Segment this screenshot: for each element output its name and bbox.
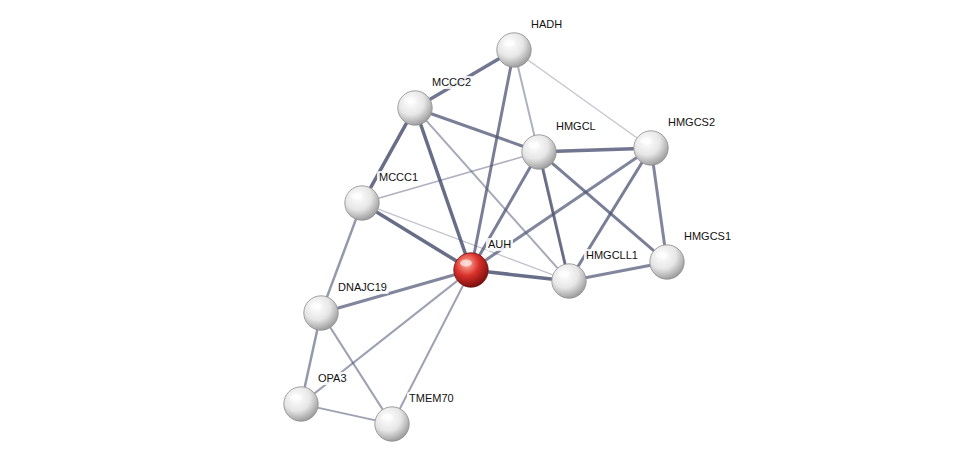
protein-sphere: [344, 185, 380, 221]
sphere-highlight: [351, 193, 363, 200]
interaction-edge: [654, 166, 665, 244]
protein-sphere: [496, 32, 532, 68]
protein-label: MCCC1: [377, 171, 420, 184]
protein-sphere: [649, 244, 685, 280]
interaction-edge: [474, 68, 510, 253]
sphere-outline: [522, 135, 556, 169]
sphere-highlight: [460, 260, 472, 267]
protein-label: MCCC2: [430, 76, 473, 89]
sphere-highlight: [640, 138, 652, 145]
interaction-edge: [543, 170, 565, 264]
protein-node: MCCC2: [397, 90, 433, 126]
protein-node: HMGCS2: [633, 130, 669, 166]
protein-node: TMEM70: [374, 406, 410, 442]
protein-node: DNAJC19: [303, 295, 339, 331]
interaction-edge: [578, 163, 641, 265]
sphere-highlight: [503, 40, 515, 47]
sphere-highlight: [528, 142, 540, 149]
sphere-highlight: [290, 394, 302, 401]
sphere-outline: [284, 387, 318, 421]
interaction-edge: [427, 121, 557, 267]
sphere-highlight: [656, 252, 668, 259]
interaction-edge: [529, 60, 637, 137]
sphere-outline: [345, 186, 379, 220]
protein-node: HMGCLL1: [551, 263, 587, 299]
sphere-highlight: [404, 98, 416, 105]
protein-label: HMGCS1: [682, 230, 733, 243]
sphere-outline: [375, 407, 409, 441]
protein-sphere: [283, 386, 319, 422]
protein-sphere: [521, 134, 557, 170]
sphere-outline: [552, 264, 586, 298]
protein-label: HMGCS2: [666, 116, 717, 129]
protein-sphere: [374, 406, 410, 442]
protein-label: HMGCL: [554, 120, 598, 133]
protein-sphere: [303, 295, 339, 331]
protein-label: HADH: [529, 18, 564, 31]
protein-node: HMGCL: [521, 134, 557, 170]
sphere-outline: [634, 131, 668, 165]
sphere-highlight: [310, 303, 322, 310]
protein-node: HMGCS1: [649, 244, 685, 280]
sphere-outline: [454, 253, 488, 287]
interaction-edge: [480, 168, 530, 255]
interaction-edge: [489, 272, 551, 279]
protein-node: HADH: [496, 32, 532, 68]
interaction-edge: [319, 408, 375, 420]
protein-sphere: [453, 252, 489, 288]
protein-sphere: [633, 130, 669, 166]
interaction-edge: [587, 265, 650, 277]
sphere-outline: [497, 33, 531, 67]
protein-label: TMEM70: [407, 392, 456, 405]
sphere-highlight: [381, 414, 393, 421]
protein-sphere: [551, 263, 587, 299]
protein-label: OPA3: [316, 372, 349, 385]
protein-node: OPA3: [283, 386, 319, 422]
protein-node: AUH: [453, 252, 489, 288]
protein-sphere: [397, 90, 433, 126]
interaction-edge: [553, 164, 654, 251]
interaction-edge: [431, 59, 499, 99]
protein-label: AUH: [486, 238, 513, 251]
interaction-edge: [400, 286, 463, 408]
protein-label: DNAJC19: [336, 281, 389, 294]
protein-node: MCCC1: [344, 185, 380, 221]
protein-label: HMGCLL1: [584, 249, 640, 262]
interaction-edge: [557, 149, 633, 152]
sphere-outline: [398, 91, 432, 125]
sphere-highlight: [558, 271, 570, 278]
interaction-edge: [379, 209, 552, 274]
sphere-outline: [650, 245, 684, 279]
interaction-edge: [331, 328, 383, 409]
interaction-edge: [377, 212, 455, 260]
sphere-outline: [304, 296, 338, 330]
